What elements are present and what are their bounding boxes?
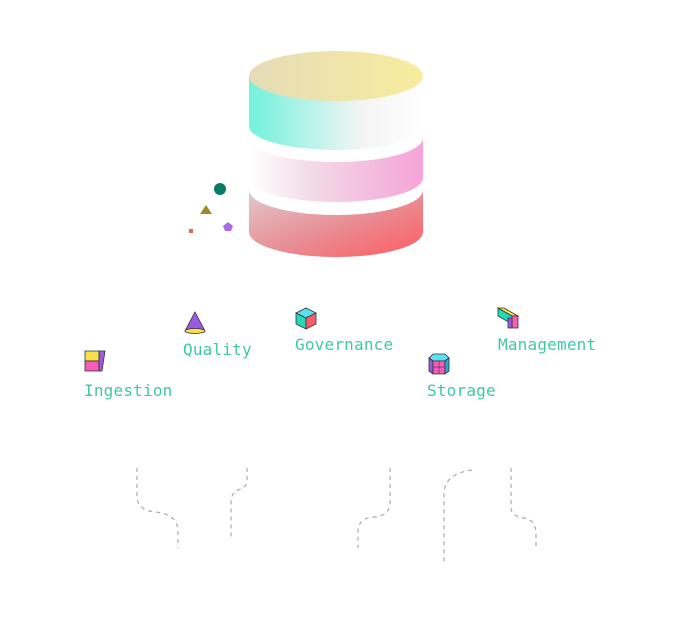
connector-storage	[443, 469, 473, 562]
purple-pentagon	[223, 222, 233, 231]
database-cylinder	[249, 51, 423, 257]
cube-icon	[295, 307, 317, 330]
red-square	[189, 229, 193, 233]
document-stack-icon	[84, 350, 106, 372]
connector-ingestion	[136, 468, 179, 548]
teal-dot	[214, 183, 226, 195]
cylinder-band-top	[249, 76, 423, 150]
connector-quality	[230, 468, 248, 540]
connector-lines	[136, 468, 537, 562]
box-stack-icon	[496, 307, 520, 329]
cylinder-band-middle	[249, 138, 423, 202]
connector-management	[510, 468, 537, 548]
cone-icon	[184, 311, 206, 334]
hexagonal-prism-icon	[428, 353, 450, 375]
node-label-governance: Governance	[295, 335, 394, 354]
connector-governance	[357, 468, 391, 548]
cylinder-band-bottom	[249, 190, 423, 257]
node-label-quality: Quality	[183, 340, 252, 359]
node-label-storage: Storage	[427, 381, 496, 400]
node-label-ingestion: Ingestion	[84, 381, 173, 400]
cylinder-top-cap	[249, 51, 423, 101]
node-label-management: Management	[498, 335, 597, 354]
olive-triangle	[200, 205, 212, 214]
